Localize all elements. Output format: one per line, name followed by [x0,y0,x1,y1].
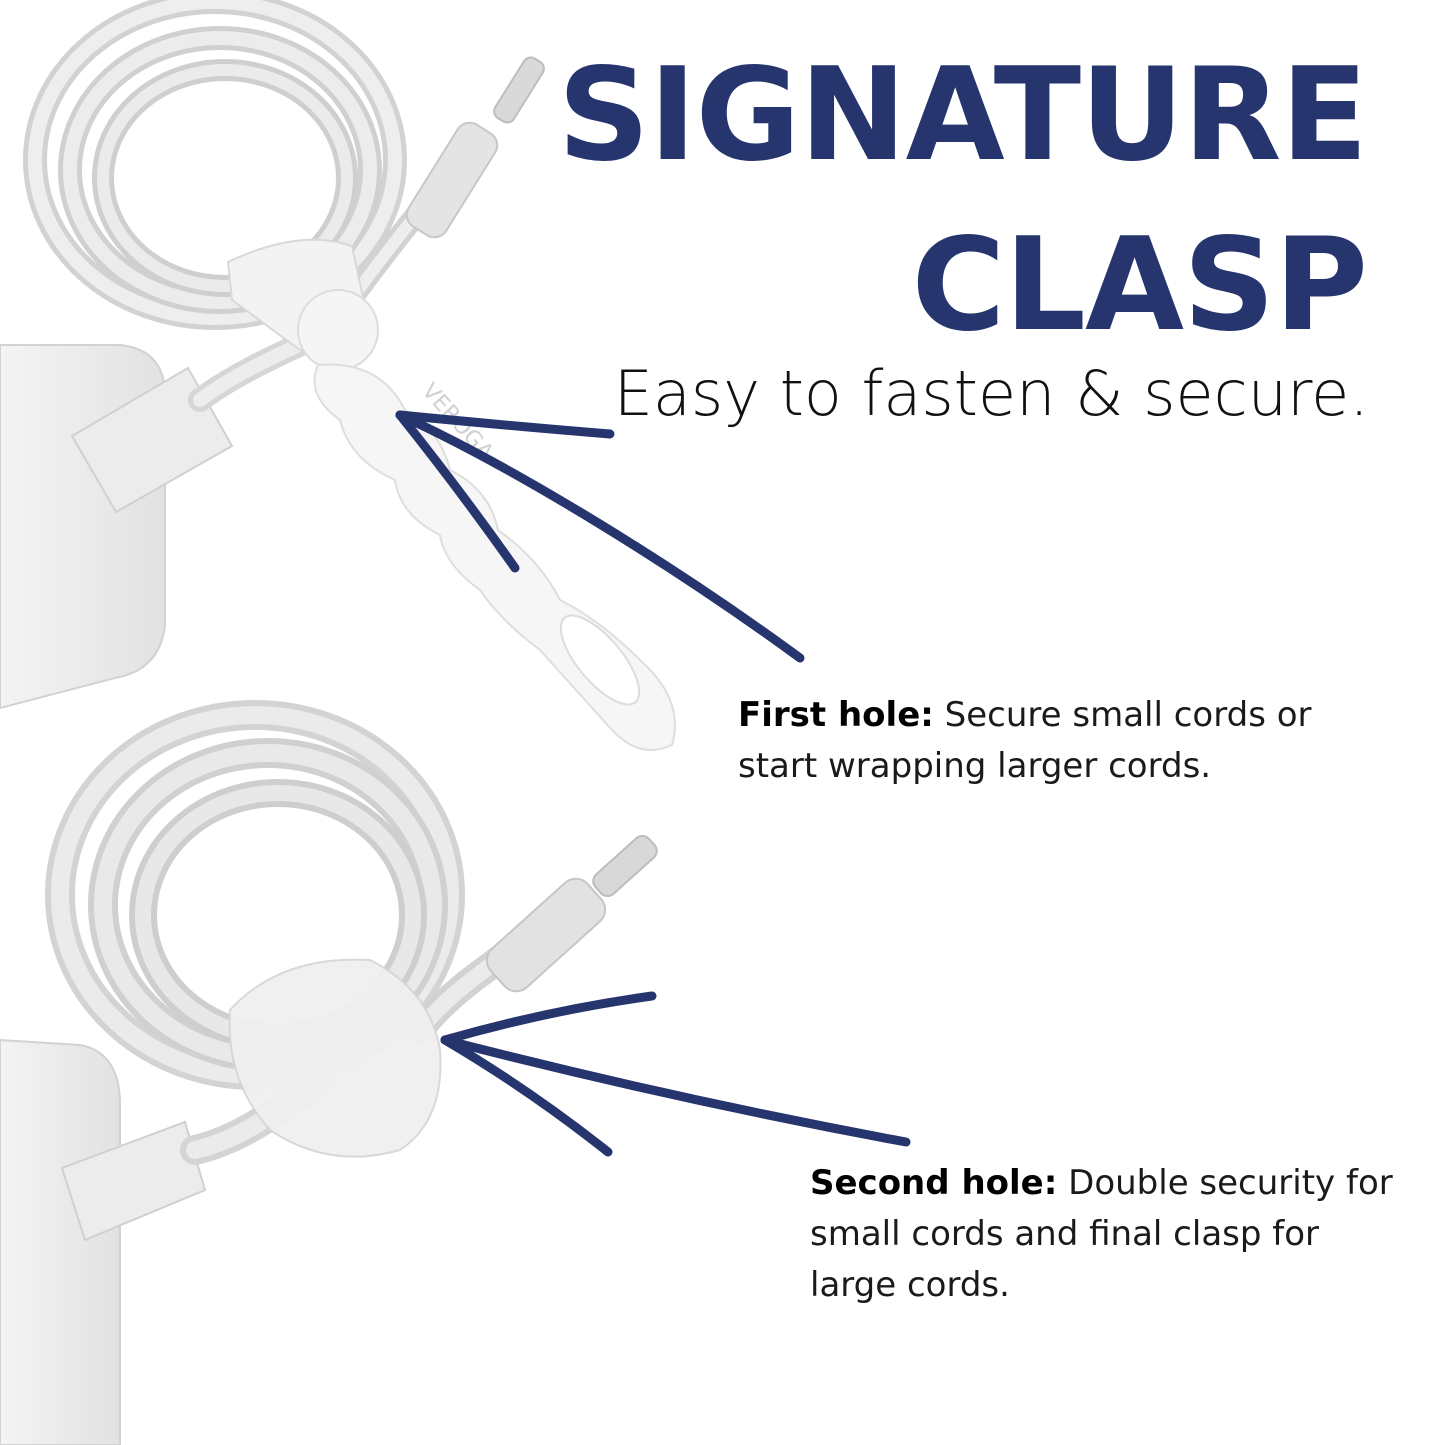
bottom-cable-photo [0,700,658,1445]
headline-line-2: CLASP [911,211,1368,360]
first-hole-text: Secure small cords or start wrapping lar… [738,695,1312,786]
first-hole-label: First hole: [738,695,934,735]
usb-c-connector-bottom [485,877,607,993]
clasp-strap-bottom [228,958,442,1158]
headline-line-1: SIGNATURE [557,41,1368,190]
first-hole-caption: First hole: Secure small cords or start … [738,690,1378,792]
cable-coil-top [23,0,407,330]
arrow-second-hole [440,991,911,1157]
clasp-strap-top: VEROGA [226,238,676,751]
second-hole-caption: Second hole: Double security for small c… [810,1158,1410,1311]
usb-c-connector-top [405,121,499,239]
second-hole-label: Second hole: [810,1163,1058,1203]
subtitle: Easy to fasten & secure. [613,357,1369,430]
plug-housing-bottom [60,1120,207,1242]
top-cable-photo: VEROGA [0,0,676,751]
arrow-first-hole [395,410,805,663]
second-hole-text: Double security for small cords and fina… [810,1163,1393,1305]
charger-brick-bottom [0,1038,121,1445]
